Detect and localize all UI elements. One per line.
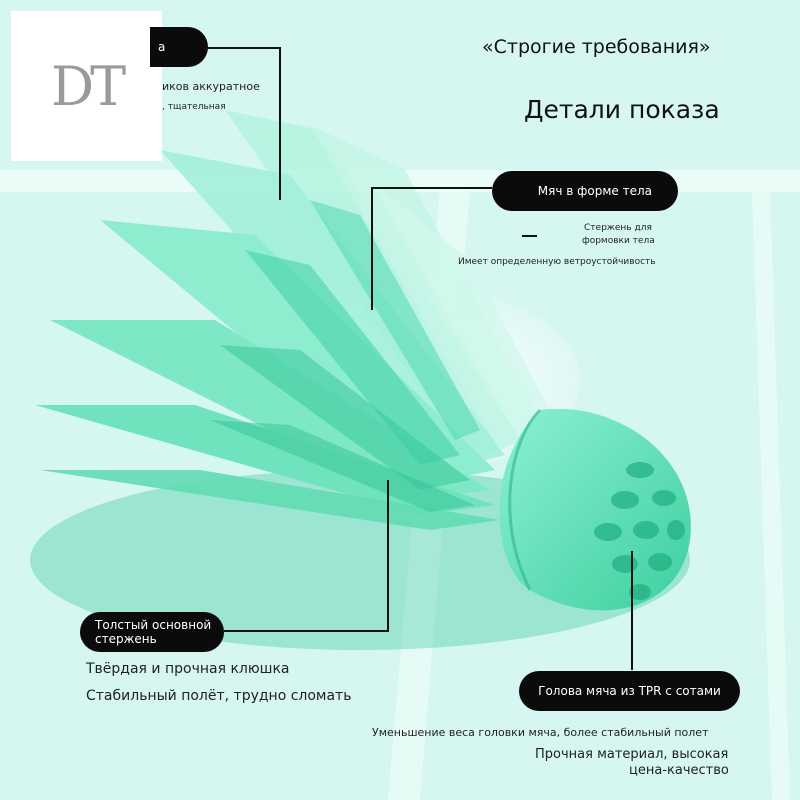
logo-text: DT: [50, 54, 126, 118]
ball-shape-desc-2: формовки тела: [582, 236, 655, 246]
callout-pill-main-shaft: Толстый основной стержень: [80, 612, 224, 652]
callout-pill-top-left: а: [150, 27, 208, 67]
tpr-head-desc-3: цена-качество: [629, 763, 729, 778]
callout-pill-ball-shape: Мяч в форме тела: [492, 171, 678, 211]
feather-skirt: [35, 110, 555, 530]
tpr-honeycomb-head: [499, 408, 691, 611]
ball-shape-desc-1: Стержень для: [584, 223, 652, 233]
court-line-right: [752, 190, 790, 800]
tpr-head-desc-1: Уменьшение веса головки мяча, более стаб…: [372, 726, 709, 739]
ball-shape-desc-3: Имеет определенную ветроустойчивость: [458, 257, 656, 267]
callout-label-ball-shape: Мяч в форме тела: [537, 184, 652, 198]
quote-title: «Строгие требования»: [482, 36, 711, 58]
callout-label-tpr-head: Голова мяча из TPR с сотами: [538, 684, 721, 698]
tpr-head-desc-2: Прочная материал, высокая: [535, 747, 729, 762]
brand-logo: DT: [11, 11, 162, 161]
main-shaft-desc-1: Твёрдая и прочная клюшка: [86, 661, 290, 677]
callout-label-top-left: а: [158, 40, 166, 54]
callout-pill-tpr-head: Голова мяча из TPR с сотами: [519, 671, 740, 711]
page-subtitle: Детали показа: [524, 95, 720, 124]
top-left-desc-1: иков аккуратное: [162, 80, 260, 93]
callout-label-main-shaft-1: Толстый основной: [95, 618, 212, 632]
callout-label-main-shaft-2: стержень: [95, 632, 157, 646]
top-left-desc-2: , тщательная: [162, 102, 226, 112]
main-shaft-desc-2: Стабильный полёт, трудно сломать: [86, 688, 352, 704]
